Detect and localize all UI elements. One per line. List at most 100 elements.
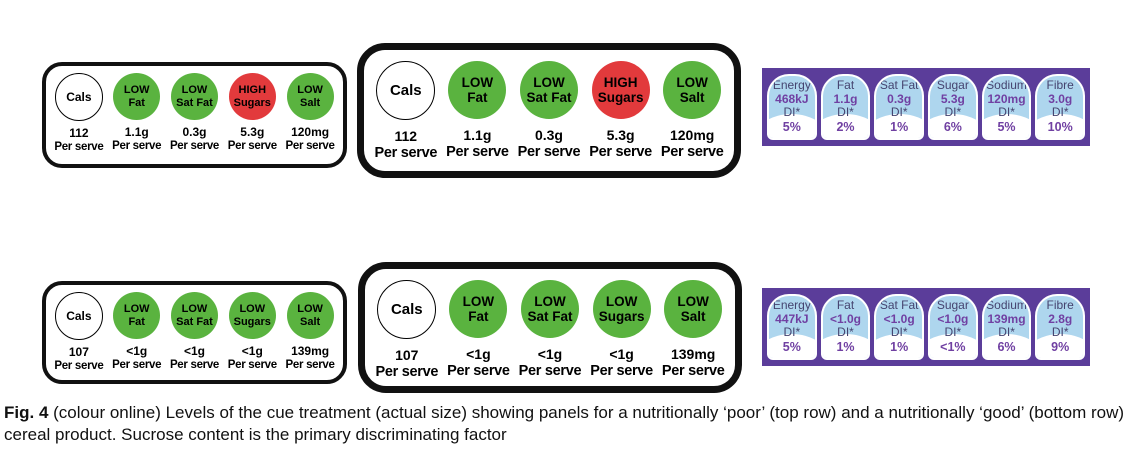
nutrient-name: Salt	[680, 309, 706, 324]
di-label: DI*	[1051, 325, 1069, 339]
di-cell-background: Fat 1.1g DI* 2%	[822, 76, 869, 138]
di-nutrient-name: Energy	[772, 298, 811, 312]
nutrient-value: 139mg	[291, 344, 330, 358]
nutrient-name: Salt	[299, 315, 321, 328]
di-label: DI*	[783, 325, 801, 339]
di-cell-text: Sat Fat 0.3g DI* 1%	[876, 76, 922, 138]
di-cell-text: Sugar 5.3g DI* 6%	[930, 76, 976, 138]
di-label: DI*	[890, 105, 908, 119]
nutrient-column: HIGH Sugars 5.3g Per serve	[223, 73, 281, 153]
di-nutrient-value: 1.1g	[833, 91, 858, 106]
di-nutrient-value: <1.0g	[937, 311, 969, 326]
calories-value: 107	[68, 345, 89, 359]
per-serve-label: Per serve	[169, 359, 220, 371]
di-nutrient-value: <1.0g	[883, 311, 915, 326]
di-nutrient-value: 2.8g	[1048, 311, 1073, 326]
nutrient-column: LOW Salt 120mg Per serve	[281, 73, 339, 153]
per-serve-label: Per serve	[660, 144, 724, 160]
di-cell-text: Fat 1.1g DI* 2%	[823, 76, 869, 138]
di-cell-text: Sodium 120mg DI* 5%	[984, 76, 1030, 138]
nutrient-name: Salt	[299, 96, 321, 109]
nutrient-circle: HIGH Sugars	[591, 61, 650, 119]
di-cell-text: Fat <1.0g DI* 1%	[823, 296, 869, 358]
nutrient-value: <1g	[241, 344, 263, 358]
nutrient-level: LOW	[297, 303, 323, 315]
nutrient-column: LOW Salt 139mg Per serve	[657, 280, 729, 380]
di-cell-hill-shape	[876, 334, 923, 358]
di-cell-text: Fibre 2.8g DI* 9%	[1037, 296, 1083, 358]
nutrient-level: LOW	[677, 294, 709, 309]
di-nutrient-name: Sat Fat	[879, 78, 919, 92]
nutrient-level: LOW	[534, 294, 566, 309]
per-serve-label: Per serve	[589, 144, 652, 160]
calories-badge-label: Cals	[66, 308, 92, 323]
nutrient-name: Fat	[467, 90, 488, 105]
di-percent: 9%	[1051, 339, 1070, 354]
di-cell-text: Energy 468kJ DI* 5%	[769, 76, 815, 138]
nutrient-circle: LOW Sat Fat	[519, 61, 578, 119]
nutrient-column: LOW Sat Fat 0.3g Per serve	[166, 73, 224, 153]
nutrient-circle: LOW Fat	[113, 292, 161, 339]
nutrient-circle: LOW Salt	[286, 73, 334, 120]
nutrient-column: LOW Sat Fat <1g Per serve	[166, 292, 224, 372]
di-cell: Fat 1.1g DI* 2%	[820, 74, 871, 140]
nutrient-circle: LOW Fat	[113, 73, 161, 120]
per-serve-label: Per serve	[227, 359, 277, 371]
di-percent: 1%	[890, 119, 909, 134]
calories-badge: Cals	[377, 280, 437, 339]
nutrient-circle: LOW Salt	[286, 292, 334, 339]
di-label: DI*	[837, 105, 854, 119]
nutrient-circle: LOW Sugars	[228, 292, 276, 339]
nutrient-column: LOW Fat 1.1g Per serve	[442, 61, 514, 161]
nutrient-column: LOW Fat 1.1g Per serve	[108, 73, 166, 153]
di-cell-background: Sugar <1.0g DI* <1%	[930, 296, 976, 358]
di-nutrient-name: Fibre	[1046, 78, 1074, 92]
di-percent: 6%	[943, 119, 962, 134]
di-nutrient-name: Fibre	[1046, 298, 1074, 312]
nutrient-level: LOW	[123, 303, 150, 315]
nutrient-name: Sat Fat	[526, 90, 572, 105]
nutrient-level: LOW	[181, 84, 208, 96]
per-serve-label: Per serve	[590, 363, 653, 379]
di-cell-text: Sodium 139mg DI* 6%	[984, 296, 1030, 358]
di-nutrient-name: Sugar	[936, 78, 969, 92]
traffic-light-panel-small-poor: Cals 112 Per serve LOW Fat 1.1g Per serv…	[42, 62, 347, 168]
calories-value: 107	[395, 347, 419, 363]
nutrient-value: <1g	[466, 346, 491, 362]
di-nutrient-value: 468kJ	[775, 91, 809, 106]
calories-column: Cals 112 Per serve	[50, 73, 108, 154]
di-cell-hill-shape	[769, 334, 815, 358]
di-cell-background: Fibre 2.8g DI* 9%	[1037, 296, 1084, 358]
di-percent: 1%	[890, 339, 909, 354]
di-nutrient-value: 447kJ	[775, 311, 809, 326]
calories-badge: Cals	[376, 61, 436, 120]
nutrient-name: Sugars	[233, 315, 271, 328]
calories-badge-label: Cals	[66, 89, 92, 104]
calories-badge: Cals	[54, 73, 103, 121]
di-cell: Sugar <1.0g DI* <1%	[928, 294, 978, 360]
figure-caption-label: Fig. 4	[4, 403, 49, 422]
nutrient-level: LOW	[181, 303, 208, 315]
nutrient-level: LOW	[461, 75, 494, 90]
nutrient-value: 120mg	[669, 127, 715, 143]
di-cell-hill-shape	[769, 114, 815, 138]
di-percent: 10%	[1047, 119, 1073, 134]
di-cell: Energy 447kJ DI* 5%	[767, 294, 817, 360]
di-label: DI*	[998, 105, 1015, 119]
per-serve-label: Per serve	[374, 145, 438, 161]
di-cell: Fat <1.0g DI* 1%	[820, 294, 871, 360]
per-serve-label: Per serve	[227, 140, 277, 152]
per-serve-label: Per serve	[112, 359, 162, 371]
di-nutrient-name: Sodium	[986, 78, 1027, 92]
nutrient-circle: LOW Fat	[448, 61, 507, 119]
di-nutrient-name: Energy	[772, 78, 811, 92]
figure-caption: Fig. 4 (colour online) Levels of the cue…	[4, 402, 1128, 445]
per-serve-label: Per serve	[447, 363, 510, 379]
nutrient-name: Sat Fat	[527, 309, 573, 324]
nutrient-circle: LOW Sat Fat	[170, 73, 218, 120]
nutrient-level: LOW	[533, 75, 565, 90]
nutrient-column: LOW Sugars <1g Per serve	[586, 280, 658, 380]
daily-intake-panel-good: Energy 447kJ DI* 5% Fat <1.0g DI* 1%	[762, 288, 1090, 366]
calories-badge-label: Cals	[389, 82, 422, 99]
